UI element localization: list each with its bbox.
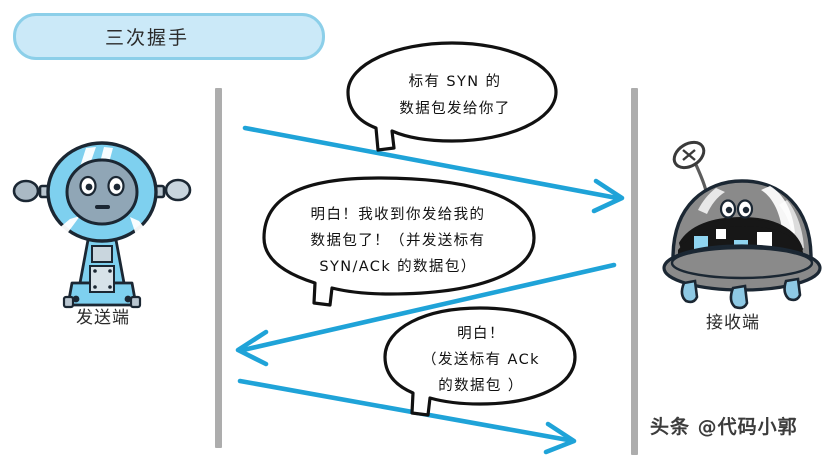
sender-lifeline — [215, 88, 222, 448]
bubble-syn-ack-line-3: SYN/ACk 的数据包） — [319, 258, 476, 275]
bubble-syn-line-1: 标有 SYN 的 — [409, 73, 502, 90]
bubble-ack-line-3: 的数据包 ） — [438, 377, 524, 394]
page-title: 三次握手 — [104, 27, 189, 49]
arrow-syn — [242, 125, 625, 214]
receiver-lifeline — [631, 88, 638, 455]
speech-bubble-ack: 明白！ （发送标有 ACk 的数据包 ） — [383, 306, 577, 417]
sender-label: 发送端 — [76, 308, 130, 328]
bubble-ack-line-2: （发送标有 ACk — [422, 351, 540, 368]
bubble-ack-line-1: 明白！ — [457, 325, 505, 342]
arrow-syn-ack — [235, 262, 617, 367]
sender-robot-icon — [12, 141, 192, 309]
receiver-label: 接收端 — [706, 313, 760, 333]
title-badge: 三次握手 — [13, 13, 325, 60]
bubble-syn-ack-line-1: 明白！我收到你发给我的 — [311, 206, 486, 223]
speech-bubble-syn-ack: 明白！我收到你发给我的 数据包了！（并发送标有 SYN/ACk 的数据包） — [262, 176, 536, 307]
arrow-ack — [237, 378, 577, 455]
receiver-robot-icon — [662, 140, 822, 310]
bubble-syn-line-2: 数据包发给你了 — [399, 100, 510, 117]
watermark: 头条 @代码小郭 — [650, 416, 798, 438]
bubble-syn-ack-line-2: 数据包了！（并发送标有 — [311, 232, 486, 249]
speech-bubble-syn: 标有 SYN 的 数据包发给你了 — [346, 41, 558, 152]
